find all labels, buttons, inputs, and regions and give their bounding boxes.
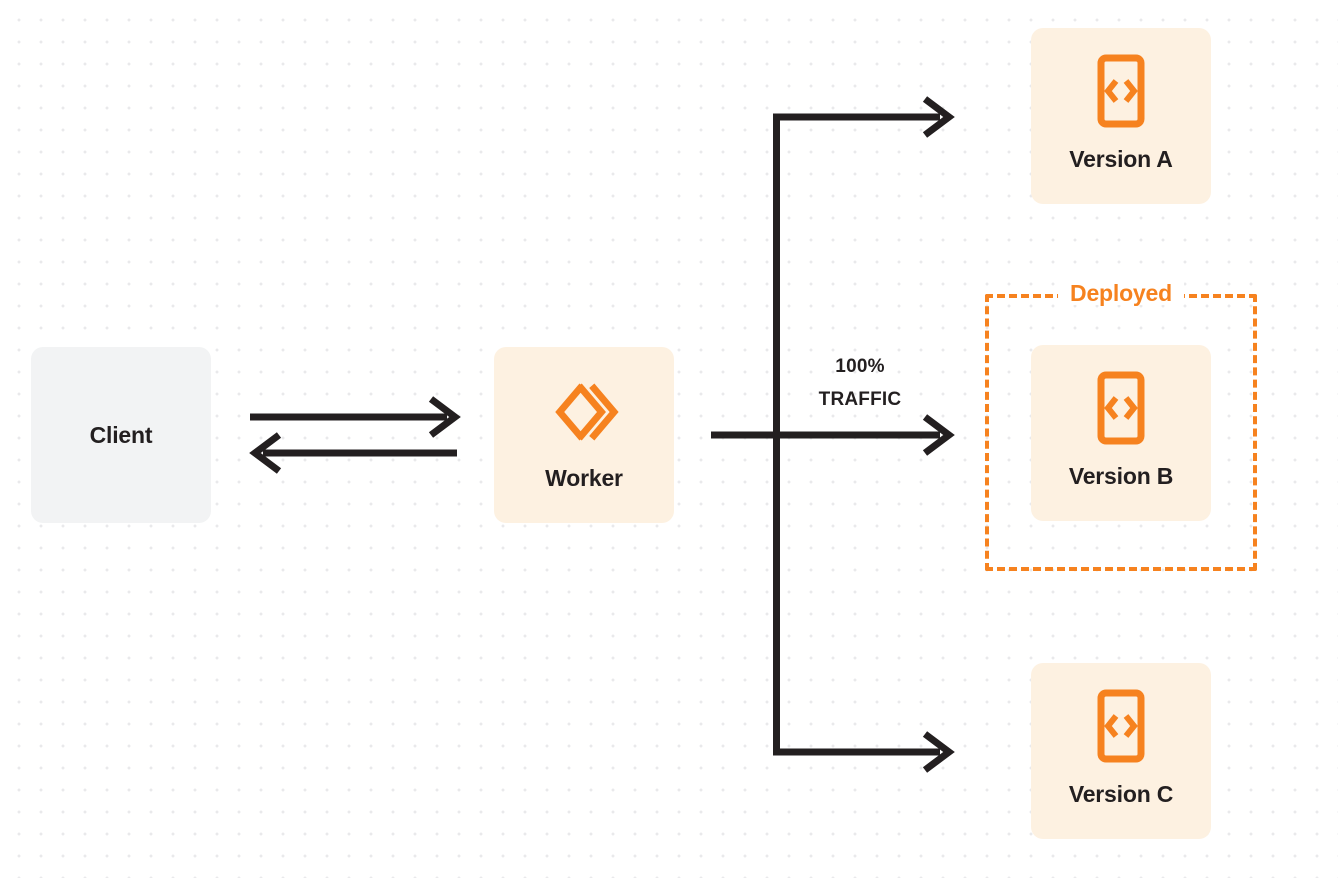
node-version-a-label: Version A xyxy=(1069,146,1173,172)
node-version-b[interactable]: Version B xyxy=(1031,345,1211,521)
node-client-label: Client xyxy=(89,421,153,448)
code-brackets-document-icon xyxy=(1086,54,1156,128)
node-client[interactable]: Client xyxy=(31,347,211,523)
node-worker[interactable]: Worker xyxy=(494,347,674,523)
edge-worker-to-client xyxy=(249,432,457,474)
traffic-caption: TRAFFIC xyxy=(818,389,902,411)
node-version-b-label: Version B xyxy=(1068,463,1174,489)
edge-worker-to-version-b xyxy=(711,414,955,456)
traffic-percent: 100% xyxy=(835,356,885,377)
group-deployed: Deployed xyxy=(985,282,1257,571)
cloudflare-workers-logo-icon xyxy=(549,377,619,447)
edge-worker-to-version-a xyxy=(773,96,955,138)
group-deployed-label: Deployed xyxy=(1058,282,1184,306)
traffic-annotation: 100% TRAFFIC xyxy=(782,350,938,417)
node-worker-label: Worker xyxy=(545,465,623,491)
node-version-c-label: Version C xyxy=(1068,781,1174,807)
edge-worker-to-version-c xyxy=(773,731,955,773)
code-brackets-document-icon xyxy=(1086,689,1156,763)
code-brackets-document-icon xyxy=(1086,371,1156,445)
node-version-a[interactable]: Version A xyxy=(1031,28,1211,204)
edge-client-to-worker xyxy=(250,396,461,438)
node-version-c[interactable]: Version C xyxy=(1031,663,1211,839)
